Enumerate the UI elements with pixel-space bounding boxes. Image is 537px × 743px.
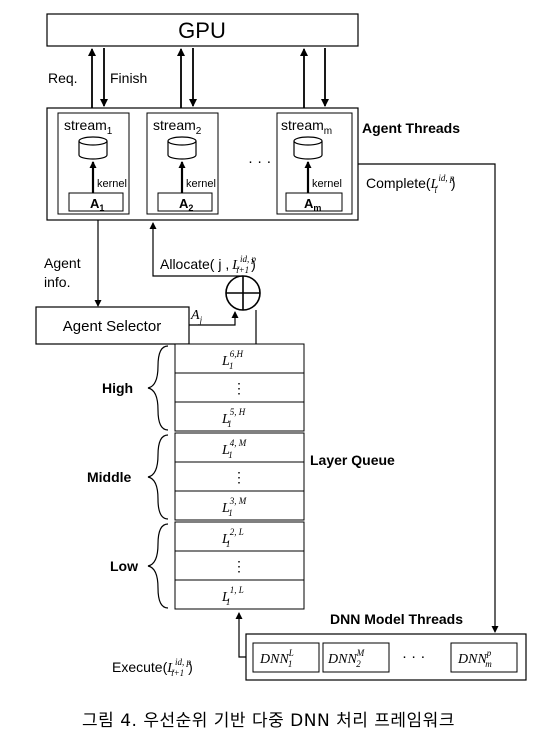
merge-circle-icon [225, 275, 261, 311]
agent-a2: A2 [179, 196, 193, 213]
stream-2: stream2 kernel A2 [146, 112, 219, 215]
gpu-box: GPU [46, 13, 359, 47]
gpu-label: GPU [178, 18, 226, 43]
kernel-label: kernel [97, 178, 127, 190]
queue-dots: ⋮ [232, 558, 246, 574]
queue-to-merge-line [255, 310, 304, 346]
brace-high [147, 345, 169, 431]
group-label-low: Low [110, 558, 138, 574]
brace-middle [147, 434, 169, 520]
streams-ellipsis: · · · [248, 153, 271, 170]
agent-selector-label: Agent Selector [63, 318, 161, 335]
group-label-middle: Middle [87, 469, 132, 485]
agent-a1: A1 [90, 196, 104, 213]
req-label: Req. [48, 70, 78, 86]
brace-low [147, 523, 169, 609]
stream-1-label: stream1 [64, 117, 113, 137]
aj-connector: Aj [189, 308, 239, 326]
layer-queue-title: Layer Queue [310, 452, 395, 468]
dnn-threads-title: DNN Model Threads [330, 611, 463, 627]
agent-info-label-2: info. [44, 274, 70, 290]
dnn-ellipsis: · · · [402, 648, 425, 665]
figure-caption: 그림 4. 우선순위 기반 다중 DNN 처리 프레임워크 [82, 711, 455, 731]
database-icon [167, 136, 197, 160]
agent-am: Am [304, 196, 321, 213]
stream-m: streamm kernel Am [276, 112, 353, 215]
aj-label: Aj [190, 308, 203, 325]
stream-m-label: streamm [281, 117, 332, 137]
finish-label: Finish [110, 70, 147, 86]
queue-dots: ⋮ [232, 469, 246, 485]
gpu-arrows: Req. Finish [48, 48, 329, 108]
database-icon [78, 136, 108, 160]
stream-2-label: stream2 [153, 117, 202, 137]
kernel-label: kernel [312, 178, 342, 190]
group-label-high: High [102, 380, 133, 396]
agent-info-label-1: Agent [44, 255, 81, 271]
agent-selector-box: Agent Selector [35, 306, 190, 345]
agent-info-connector: Agent info. [44, 220, 102, 307]
agent-threads-title: Agent Threads [362, 120, 460, 136]
database-icon [293, 136, 323, 160]
kernel-label: kernel [186, 178, 216, 190]
stream-1: stream1 kernel A1 [57, 112, 130, 215]
queue-dots: ⋮ [232, 380, 246, 396]
